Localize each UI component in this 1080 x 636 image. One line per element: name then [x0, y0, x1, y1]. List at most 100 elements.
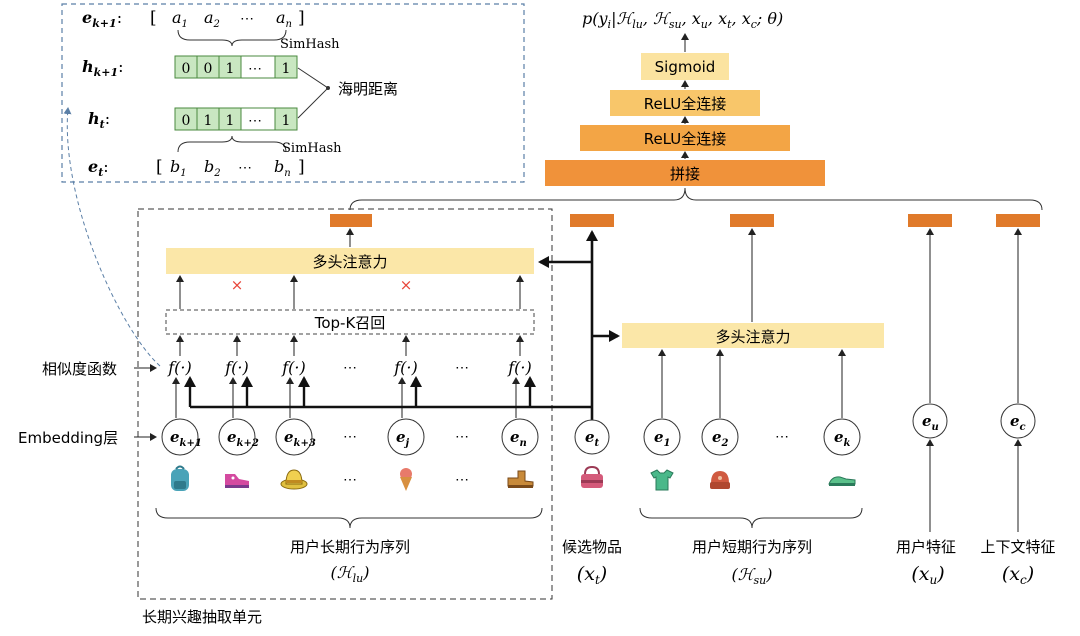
tshirt-icon: [650, 469, 674, 491]
short-seq-symbol: (ℋsu): [731, 565, 772, 587]
a-bracket-open: [: [150, 8, 157, 28]
topk-label: Top-K召回: [314, 314, 386, 332]
hk1-bit-dots: ⋯: [248, 61, 262, 77]
a-bracket-close: ]: [298, 8, 305, 28]
hk1-bit-value: 0: [204, 61, 213, 77]
user-feature-label: 用户特征: [896, 538, 956, 556]
a-underbrace: [177, 29, 287, 47]
simhash-top-label: SimHash: [280, 37, 340, 52]
candidate-output-bar: [570, 214, 614, 227]
a-item-dots: ⋯: [240, 11, 254, 27]
a-item-2: a2: [204, 8, 220, 30]
context-node-label: ec: [1010, 412, 1026, 433]
short-output-bar: [730, 214, 774, 227]
similarity-function: f(·): [224, 358, 249, 377]
long-seq-label: 用户长期行为序列: [290, 538, 410, 556]
hk1-bit-cell: [274, 55, 298, 79]
concat-input-brace: [349, 187, 1043, 211]
short-seq-dots: ⋯: [775, 429, 789, 445]
row-ht-label: ht:: [88, 109, 110, 131]
hk1-bit-cell: [218, 55, 242, 79]
sneaker-pink-icon: [225, 474, 249, 488]
long-seq-symbol: (ℋlu): [331, 563, 370, 585]
similarity-label: 相似度函数: [42, 360, 117, 378]
long-output-bar: [330, 214, 372, 227]
pruned-cross-icon: ×: [400, 276, 413, 294]
hamming-connector: [297, 67, 329, 119]
candidate-node-label: et: [585, 428, 600, 449]
short-seq-brace: [639, 507, 863, 529]
short-mha-box: [622, 323, 884, 348]
f-column-dots: ⋯: [343, 360, 357, 376]
b-item-1: b1: [170, 157, 187, 179]
long-seq-node-label: ek+1: [170, 428, 202, 449]
long-seq-node-label: ej: [396, 428, 410, 449]
long-term-unit-label: 长期兴趣抽取单元: [142, 608, 262, 626]
long-mha-label: 多头注意力: [312, 253, 387, 271]
user-feature-symbol: (xu): [911, 563, 944, 587]
icecream-icon: [400, 468, 412, 491]
b-item-dots: ⋯: [238, 160, 252, 176]
long-seq-brace: [155, 507, 543, 529]
candidate-node: [574, 419, 610, 455]
context-node: [1000, 403, 1036, 439]
cap-icon: [710, 471, 730, 489]
topk-box: [165, 309, 535, 335]
simhash-panel-border: [61, 3, 525, 183]
hamming-label: 海明距离: [338, 80, 398, 98]
handbag-icon: [581, 465, 603, 488]
long-mha-box: [166, 248, 534, 274]
node-column-dots: ⋯: [455, 429, 469, 445]
context-output-bar: [996, 214, 1040, 227]
context-feature-symbol: (xc): [1002, 563, 1034, 587]
context-feature-label: 上下文特征: [980, 538, 1055, 556]
b-bracket-open: [: [156, 157, 163, 177]
relu1-label: ReLU全连接: [644, 95, 727, 113]
hk1-bit-value: 1: [282, 61, 291, 77]
embedding-label: Embedding层: [18, 429, 118, 447]
long-seq-node-label: en: [510, 428, 527, 449]
short-seq-node-label: e2: [712, 428, 729, 449]
long-term-unit-border: [137, 208, 553, 600]
short-columns: e1 e2 ek ⋯: [643, 349, 861, 491]
icon-column-dots: ⋯: [343, 472, 357, 488]
hk1-bit-value: 1: [226, 61, 235, 77]
user-node: [912, 403, 948, 439]
long-seq-node: [161, 418, 199, 456]
relu1-box: [610, 90, 760, 116]
short-seq-node: [701, 418, 739, 456]
concat-box: [545, 160, 825, 186]
long-seq-node: [387, 418, 425, 456]
short-seq-node: [823, 418, 861, 456]
ht-bit-cell: [274, 107, 298, 131]
relu2-box: [580, 125, 790, 151]
short-mha-label: 多头注意力: [715, 328, 790, 346]
short-seq-node-label: ek: [834, 428, 851, 449]
b-overbrace: [177, 135, 287, 153]
similarity-function: f(·): [393, 358, 418, 377]
sigmoid-box: [641, 53, 729, 80]
b-item-n: bn: [274, 157, 291, 179]
similarity-to-simhash-link: [63, 107, 161, 367]
user-node-label: eu: [922, 412, 939, 433]
long-term-unit: 长期兴趣抽取单元 多头注意力 Top-K召回 相似度函数 Embedding层 …: [18, 208, 553, 626]
long-seq-node: [275, 418, 313, 456]
sigmoid-label: Sigmoid: [655, 58, 716, 76]
ht-bit-value: 1: [282, 113, 291, 129]
row-et-label: et:: [88, 157, 109, 179]
short-seq-node: [643, 418, 681, 456]
backpack-icon: [171, 465, 189, 491]
pruned-cross-icon: ×: [231, 276, 244, 294]
a-item-n: an: [276, 8, 292, 30]
user-feature-column: eu 用户特征 (xu): [896, 214, 956, 587]
output-formula: p(yi|ℋlu, ℋsu, xu, xt, xc; θ): [582, 9, 783, 31]
similarity-function: f(·): [281, 358, 306, 377]
short-seq-node-label: e1: [654, 428, 671, 449]
node-column-dots: ⋯: [343, 429, 357, 445]
a-item-1: a1: [172, 8, 188, 30]
